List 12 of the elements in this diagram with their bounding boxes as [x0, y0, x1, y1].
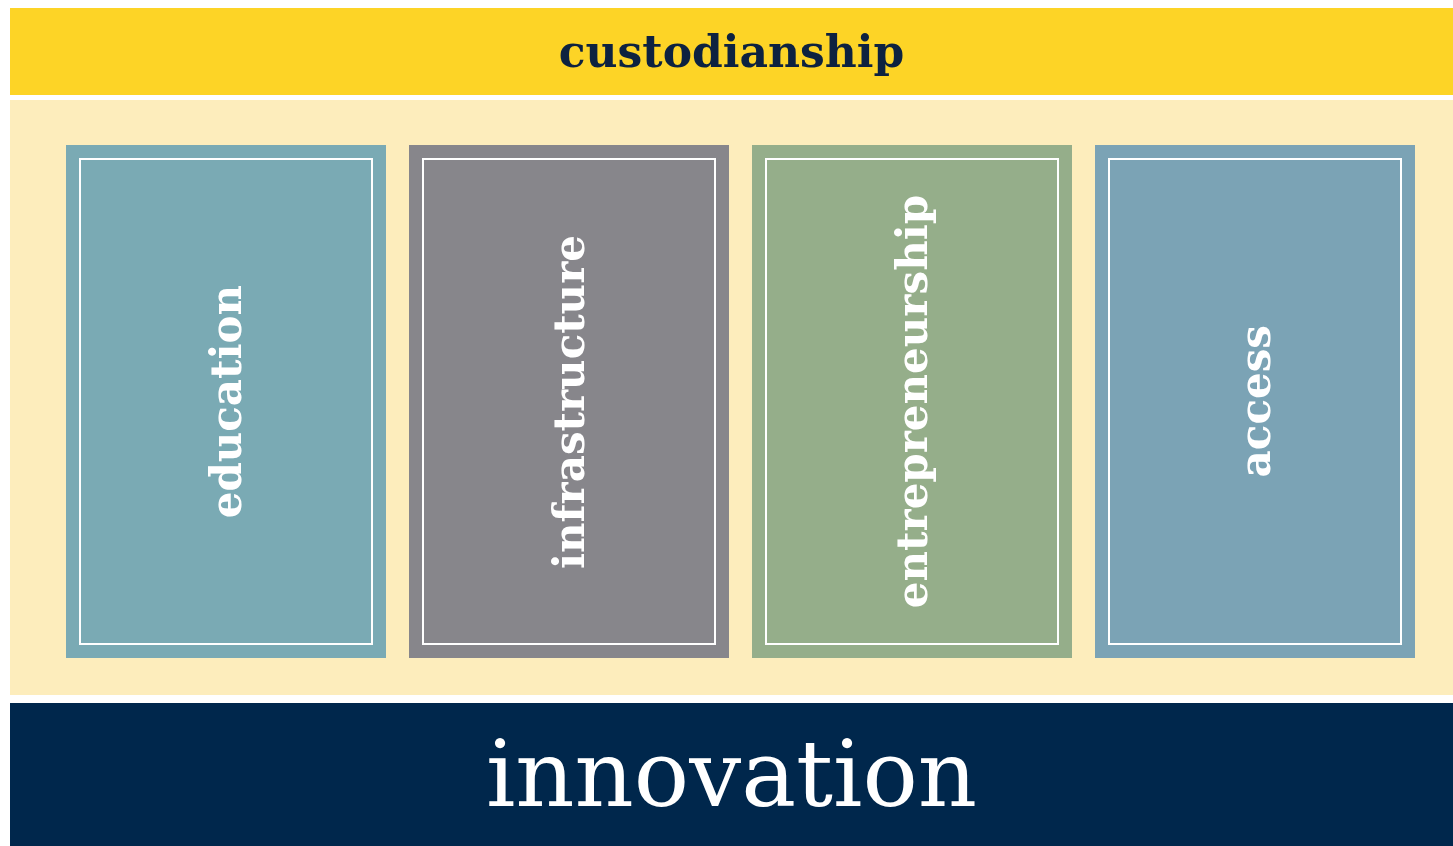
- header-band: [10, 8, 1453, 95]
- pillar-label: education: [201, 284, 251, 519]
- pillar-panel: [1095, 145, 1415, 658]
- pillar-panel: [409, 145, 729, 658]
- footer-band: [10, 703, 1453, 846]
- pillar-panel: [66, 145, 386, 658]
- band-label: innovation: [485, 721, 978, 828]
- pillar-label: access: [1230, 325, 1280, 478]
- pillar-panel: [752, 145, 1072, 658]
- band-label: custodianship: [558, 26, 905, 77]
- pillar-label: entrepreneurship: [887, 194, 937, 609]
- pillar-label: infrastructure: [544, 234, 594, 569]
